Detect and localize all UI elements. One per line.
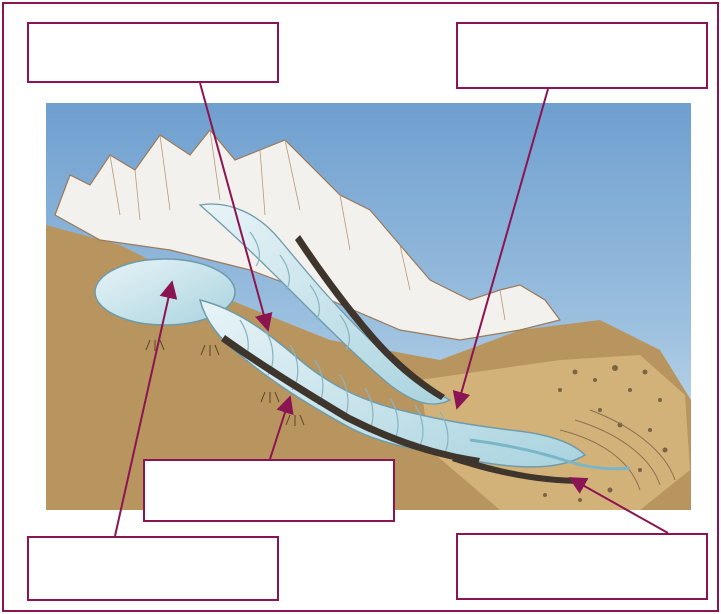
label-box-bottom-right[interactable] [456,533,708,600]
label-box-top-right[interactable] [456,22,708,89]
label-box-bottom-left[interactable] [27,536,279,601]
label-box-top-left[interactable] [27,22,279,83]
label-box-bottom-center[interactable] [143,459,395,522]
